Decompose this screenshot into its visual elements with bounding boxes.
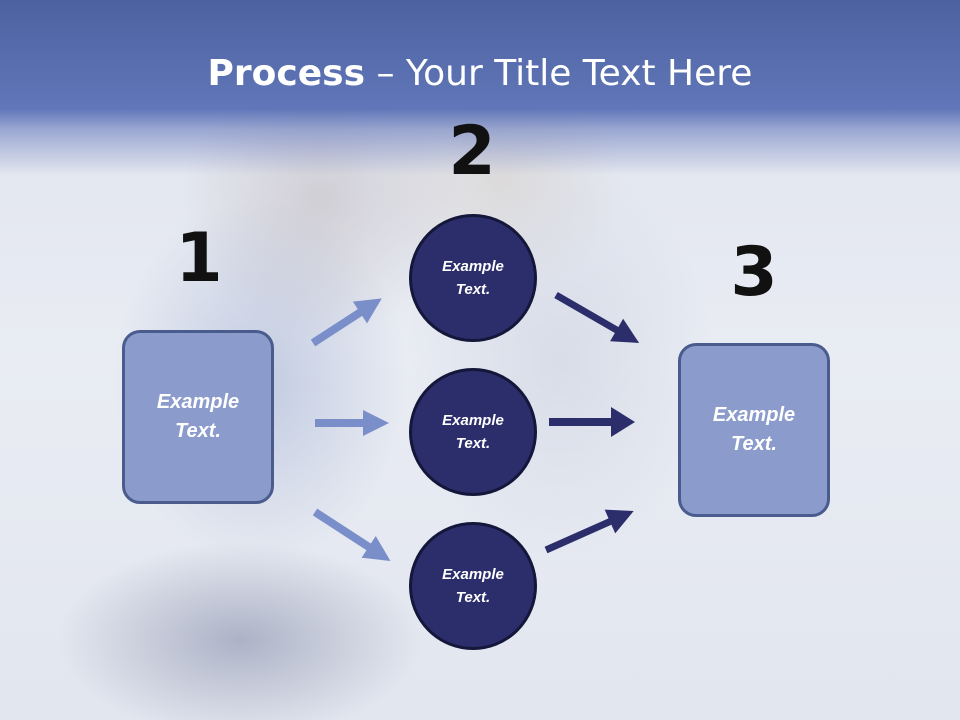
- title-band: [0, 0, 960, 175]
- circle-bottom: Example Text.: [409, 522, 537, 650]
- arrow-light-up: [310, 298, 382, 347]
- step-1-box: Example Text.: [122, 330, 274, 504]
- arrow-light-down: [312, 508, 391, 562]
- arrow-dark-right: [549, 407, 635, 437]
- step-3-text: Example Text.: [712, 404, 796, 455]
- circle-bottom-text: Example Text.: [442, 566, 504, 606]
- arrow-dark-down: [554, 291, 640, 343]
- arrow-dark-up: [544, 509, 634, 554]
- title-rest: – Your Title Text Here: [365, 53, 753, 94]
- circle-top-text: Example Text.: [442, 258, 504, 298]
- circle-top: Example Text.: [409, 214, 537, 342]
- step-number-2: 2: [448, 112, 496, 191]
- circle-middle-text: Example Text.: [442, 412, 504, 452]
- step-1-text: Example Text.: [156, 391, 240, 442]
- step-3-box: Example Text.: [678, 343, 830, 517]
- title-bold: Process: [207, 53, 366, 94]
- step-number-3: 3: [730, 233, 778, 312]
- arrow-light-right: [315, 410, 389, 436]
- slide-title: Process – Your Title Text Here: [0, 52, 960, 96]
- circle-middle: Example Text.: [409, 368, 537, 496]
- step-number-1: 1: [175, 219, 223, 298]
